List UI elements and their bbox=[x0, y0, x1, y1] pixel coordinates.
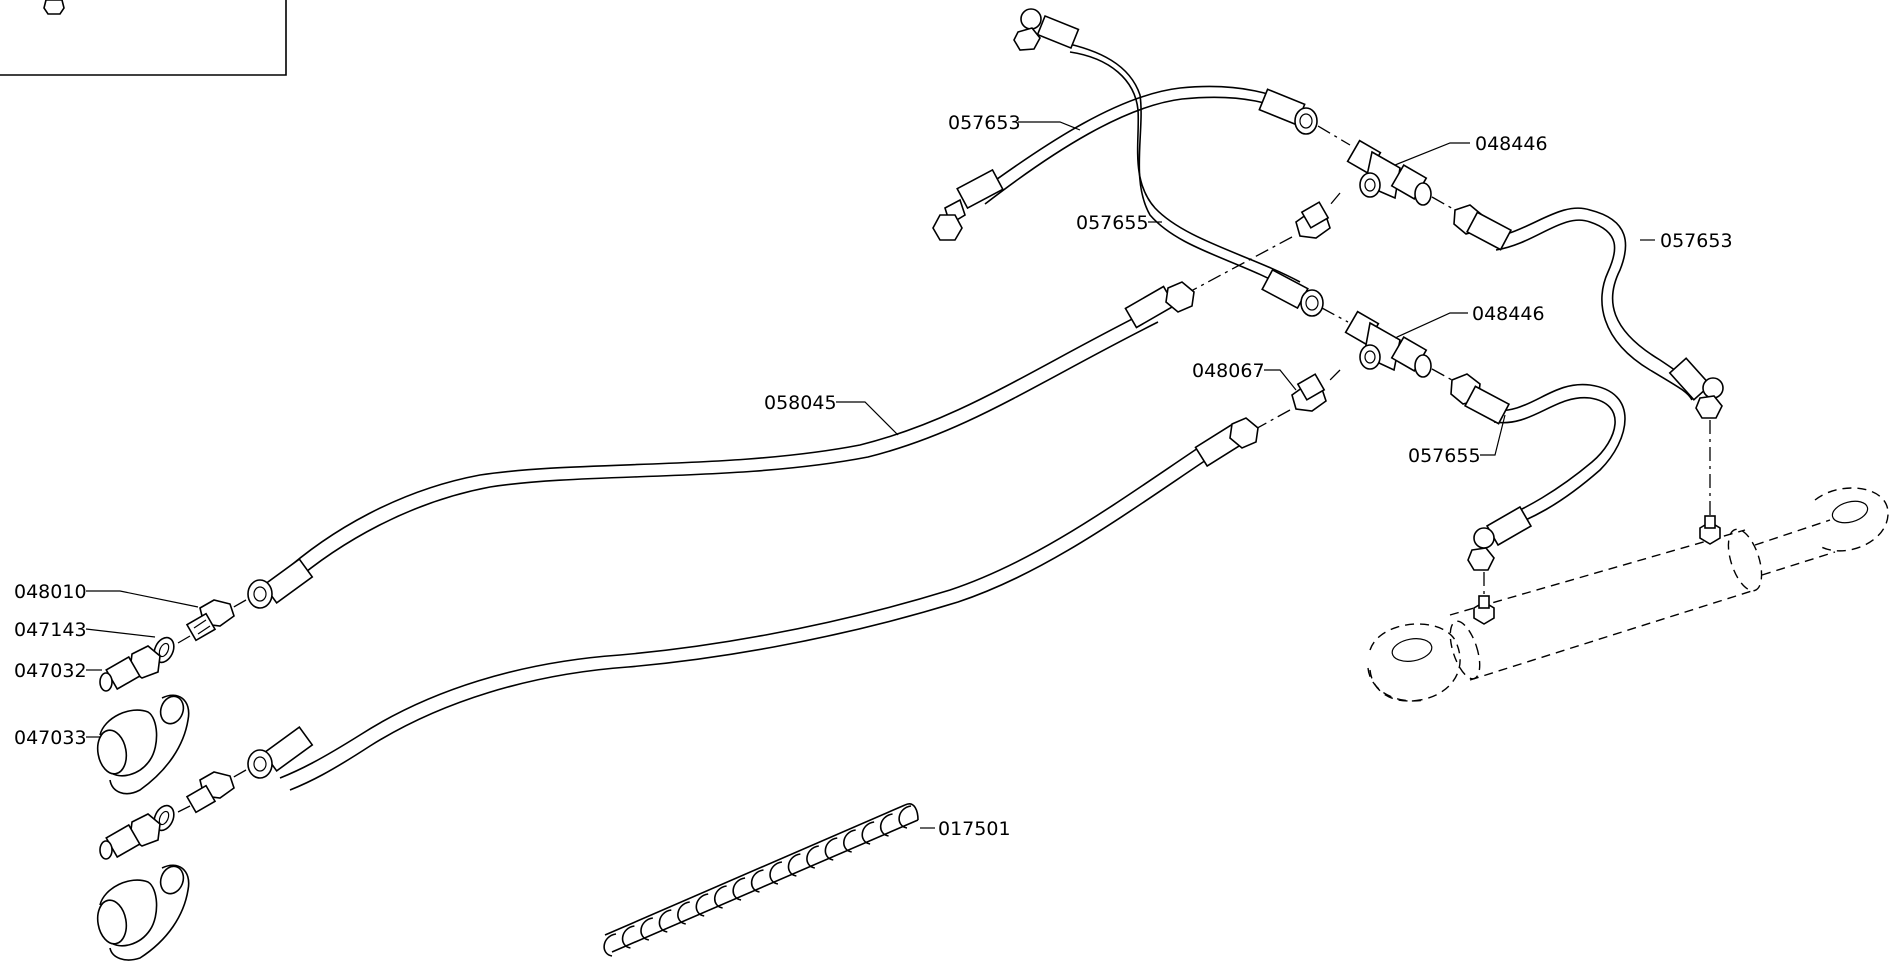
label-057655-b: 057655 bbox=[1408, 445, 1481, 467]
label-057653-b: 057653 bbox=[1660, 230, 1733, 252]
coupler-set-upper bbox=[96, 599, 247, 795]
spiral-coil bbox=[714, 885, 727, 909]
callout-057655-a: 057655 bbox=[1076, 212, 1162, 234]
label-017501: 017501 bbox=[938, 818, 1011, 840]
spiral-coil bbox=[640, 917, 654, 941]
hose-057655-upper bbox=[1013, 8, 1324, 317]
spiral-coil bbox=[621, 925, 635, 949]
nipple-048010 bbox=[185, 599, 235, 642]
callout-047143: 047143 bbox=[14, 619, 156, 641]
inset-box bbox=[0, 0, 287, 76]
spiral-coil bbox=[732, 877, 746, 901]
label-047032: 047032 bbox=[14, 660, 87, 682]
hose-057655-lower bbox=[1450, 373, 1626, 598]
label-047143: 047143 bbox=[14, 619, 87, 641]
tee-fitting-048446-lower bbox=[1321, 307, 1453, 381]
hose-lower-long bbox=[247, 417, 1259, 791]
spiral-coil bbox=[898, 805, 912, 829]
hose-end-ball bbox=[1013, 8, 1080, 51]
callout-047032: 047032 bbox=[14, 660, 102, 682]
hose-end-nut-right bbox=[1453, 204, 1513, 251]
label-057653-a: 057653 bbox=[948, 112, 1021, 134]
hose-057653-right bbox=[1453, 204, 1724, 520]
label-048010: 048010 bbox=[14, 581, 87, 603]
coupler-set-lower bbox=[96, 769, 247, 961]
spiral-coil bbox=[787, 853, 801, 877]
adapter-upper bbox=[1164, 192, 1341, 306]
label-058045: 058045 bbox=[764, 392, 837, 414]
spiral-coil bbox=[843, 829, 856, 853]
cylinder-port-right bbox=[1699, 515, 1721, 545]
spiral-coil bbox=[677, 901, 690, 925]
tee-fitting-048446-upper bbox=[1317, 125, 1456, 211]
label-047033: 047033 bbox=[14, 727, 87, 749]
label-048446-b: 048446 bbox=[1472, 303, 1545, 325]
spiral-guard-017501 bbox=[603, 803, 919, 957]
label-048446-a: 048446 bbox=[1475, 133, 1548, 155]
label-048067: 048067 bbox=[1192, 360, 1265, 382]
spiral-coil bbox=[861, 821, 875, 845]
hydraulic-cylinder bbox=[1367, 487, 1889, 702]
callout-047033: 047033 bbox=[14, 727, 100, 749]
spiral-coil bbox=[603, 933, 617, 957]
spiral-coil bbox=[880, 813, 893, 837]
hose-end-ball-lower bbox=[1467, 505, 1533, 571]
label-057655-a: 057655 bbox=[1076, 212, 1149, 234]
spiral-coil bbox=[769, 861, 783, 885]
spiral-coil bbox=[695, 893, 709, 917]
callout-017501: 017501 bbox=[920, 818, 1011, 840]
callout-048010: 048010 bbox=[14, 581, 199, 608]
spiral-coil bbox=[658, 909, 672, 933]
hose-end-fitting-bottom-2 bbox=[247, 726, 314, 779]
callout-048446-b: 048446 bbox=[1394, 303, 1545, 339]
hose-end-fitting bbox=[932, 168, 1004, 241]
dust-cap-047033 bbox=[96, 694, 190, 795]
coupler-047032 bbox=[99, 645, 161, 692]
callout-058045: 058045 bbox=[764, 392, 899, 436]
hose-end-fitting-top bbox=[1124, 281, 1195, 329]
hose-end-fitting-bottom bbox=[247, 558, 314, 609]
spiral-coil bbox=[750, 869, 764, 893]
hose-end-nut-lower bbox=[1450, 373, 1511, 425]
hose-end-nut-2 bbox=[1261, 268, 1324, 317]
hose-end-fitting-top-2 bbox=[1194, 417, 1259, 468]
hose-057653-upper bbox=[932, 85, 1318, 241]
spiral-coil bbox=[824, 837, 838, 861]
hose-end-ball-right bbox=[1668, 357, 1724, 419]
callout-057655-b: 057655 bbox=[1408, 414, 1506, 467]
spiral-coil bbox=[806, 845, 820, 869]
callout-057653-a: 057653 bbox=[948, 112, 1081, 134]
callout-048067: 048067 bbox=[1192, 360, 1297, 391]
spiral-coils bbox=[603, 805, 912, 957]
callout-057653-b: 057653 bbox=[1640, 230, 1733, 252]
callout-048446-a: 048446 bbox=[1394, 133, 1548, 166]
hose-058045 bbox=[247, 281, 1195, 609]
cylinder-port-left bbox=[1473, 595, 1495, 625]
hose-end-nut bbox=[1258, 88, 1318, 135]
